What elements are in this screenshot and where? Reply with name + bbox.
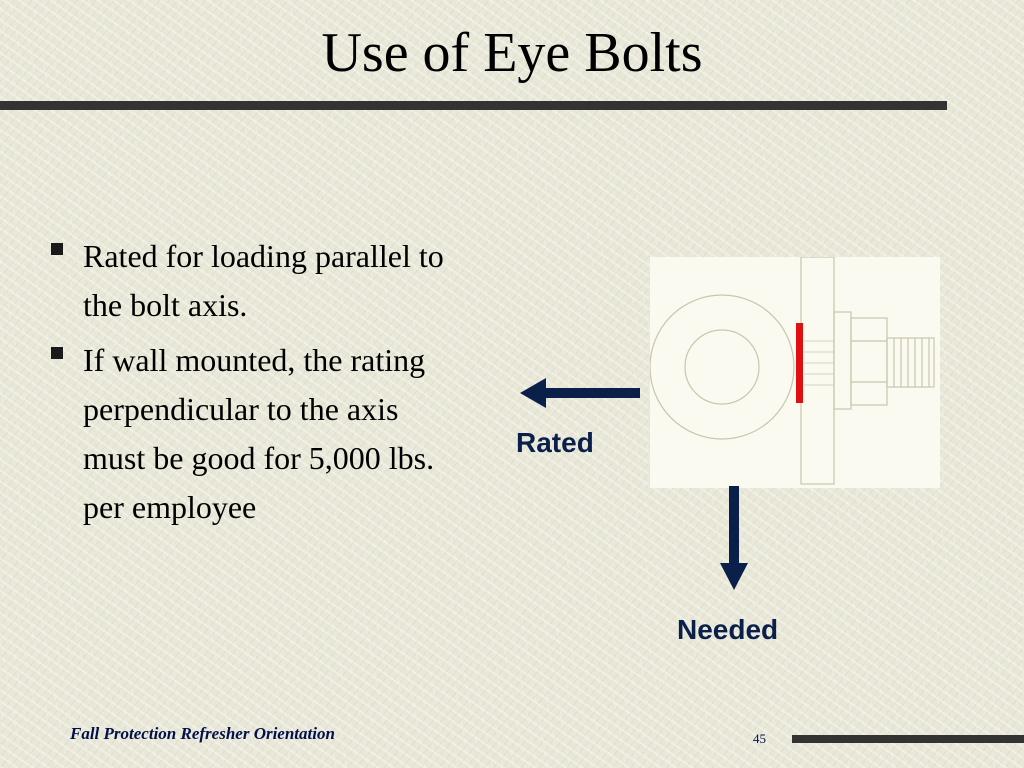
bullet-text: If wall mounted, the rating perpendicula… <box>83 342 435 525</box>
title-divider <box>0 101 947 110</box>
arrow-left-icon <box>520 378 640 408</box>
square-bullet-icon <box>51 347 63 359</box>
footer-divider <box>792 735 1024 743</box>
needed-label: Needed <box>677 614 779 645</box>
bullet-list: Rated for loading parallel to the bolt a… <box>48 232 468 538</box>
rated-label: Rated <box>516 427 594 458</box>
square-bullet-icon <box>51 243 63 255</box>
bullet-item: If wall mounted, the rating perpendicula… <box>48 336 468 532</box>
footer-title: Fall Protection Refresher Orientation <box>70 724 335 743</box>
bullet-item: Rated for loading parallel to the bolt a… <box>48 232 468 330</box>
eye-bolt-icon <box>650 257 935 485</box>
load-marker <box>796 323 803 403</box>
slide-title: Use of Eye Bolts <box>321 22 703 84</box>
bullet-text: Rated for loading parallel to the bolt a… <box>83 238 444 323</box>
page-number: 45 <box>753 731 766 746</box>
eye-bolt-diagram <box>650 257 940 488</box>
arrow-down-icon <box>720 486 748 590</box>
